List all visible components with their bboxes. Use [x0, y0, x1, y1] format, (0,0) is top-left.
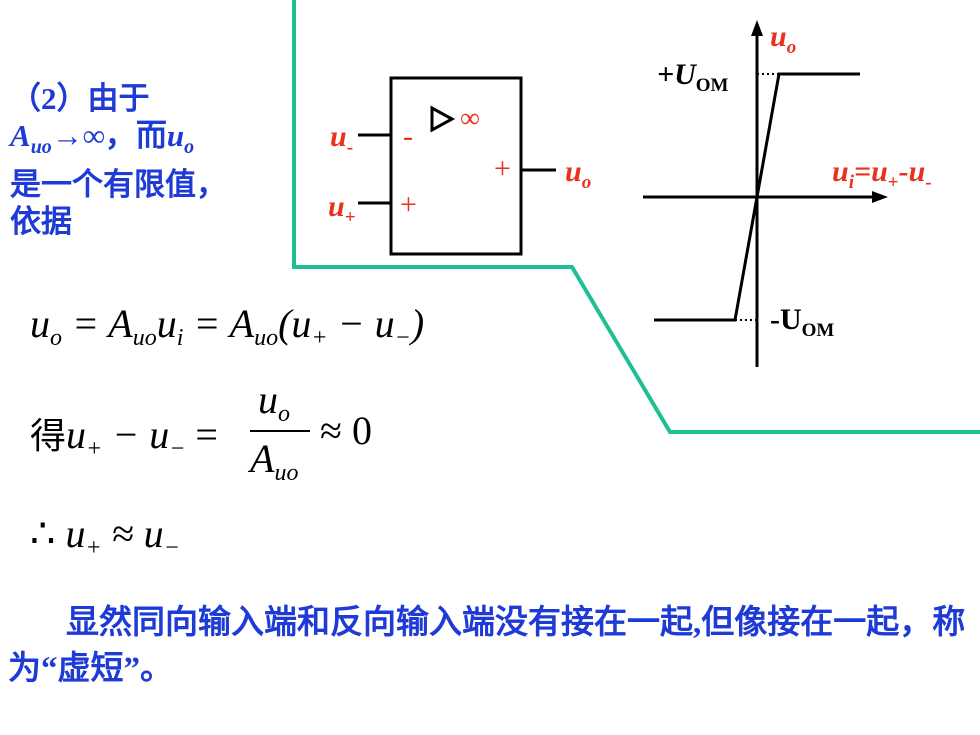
x-axis-label: ui=u+-u- [832, 155, 932, 193]
intro-line-2: Auo→∞，而uo [10, 118, 195, 159]
intro-line-3: 是一个有限值， [10, 167, 227, 203]
y-axis-arrow [751, 20, 763, 36]
opamp-output-label: uo [565, 155, 592, 193]
neg-sat-label: -UOM [770, 303, 835, 341]
opamp-input-neg-label: u- [330, 120, 354, 158]
pos-sat-label: +UOM [657, 58, 729, 96]
intro-text: （2）由于 Auo→∞，而uo 是一个有限值， 依据 [10, 80, 290, 240]
opamp-plus-sign-in: + [400, 188, 417, 221]
x-axis-arrow [872, 191, 888, 203]
opamp-infinity: ∞ [460, 103, 480, 134]
intro-line-1: （2）由于 [10, 81, 150, 116]
equation-1: uo = Auoui = Auo(u+ − u−) [30, 301, 425, 351]
equation-3: ∴ u+ ≈ u− [30, 511, 180, 561]
fraction-numerator: uo [258, 377, 290, 427]
conclusion-text: 显然同向输入端和反向输入端没有接在一起,但像接在一起，称为“虚短”。 [8, 605, 966, 687]
triangle-icon [430, 105, 456, 133]
de-char: 得 [30, 416, 67, 457]
fraction-denominator: Auo [250, 436, 299, 486]
equation-2: 得u+ − u− = [30, 412, 218, 462]
approx-zero: ≈ 0 [320, 408, 372, 453]
transfer-line [654, 72, 860, 322]
opamp-minus-sign: - [403, 120, 413, 153]
intro-line-4: 依据 [10, 204, 72, 240]
y-axis-label: uo [770, 20, 797, 58]
opamp-plus-sign-out: + [494, 152, 511, 185]
opamp-input-pos-label: u+ [328, 190, 356, 228]
